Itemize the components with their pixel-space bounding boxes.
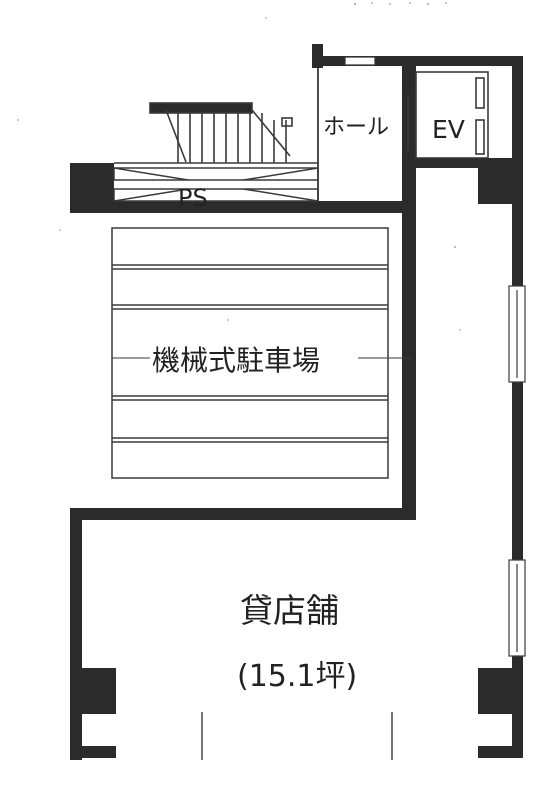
side-windows — [508, 285, 526, 657]
pipe-space-label: PS — [178, 184, 208, 212]
elevator-shaft — [415, 71, 489, 159]
store-entrance — [201, 712, 393, 760]
walls — [70, 44, 523, 760]
staircase — [114, 102, 318, 164]
store-label: 貸店舗 — [240, 591, 339, 630]
hall-window — [344, 56, 376, 66]
mechanical-parking — [111, 227, 412, 479]
hall-walls — [317, 68, 409, 201]
hall-label: ホール — [323, 115, 389, 140]
pipe-space — [113, 167, 319, 202]
elevator-label: EV — [432, 115, 465, 144]
scan-noise — [17, 2, 461, 331]
store-area-label: (15.1坪) — [237, 659, 357, 694]
parking-label: 機械式駐車場 — [152, 344, 320, 377]
